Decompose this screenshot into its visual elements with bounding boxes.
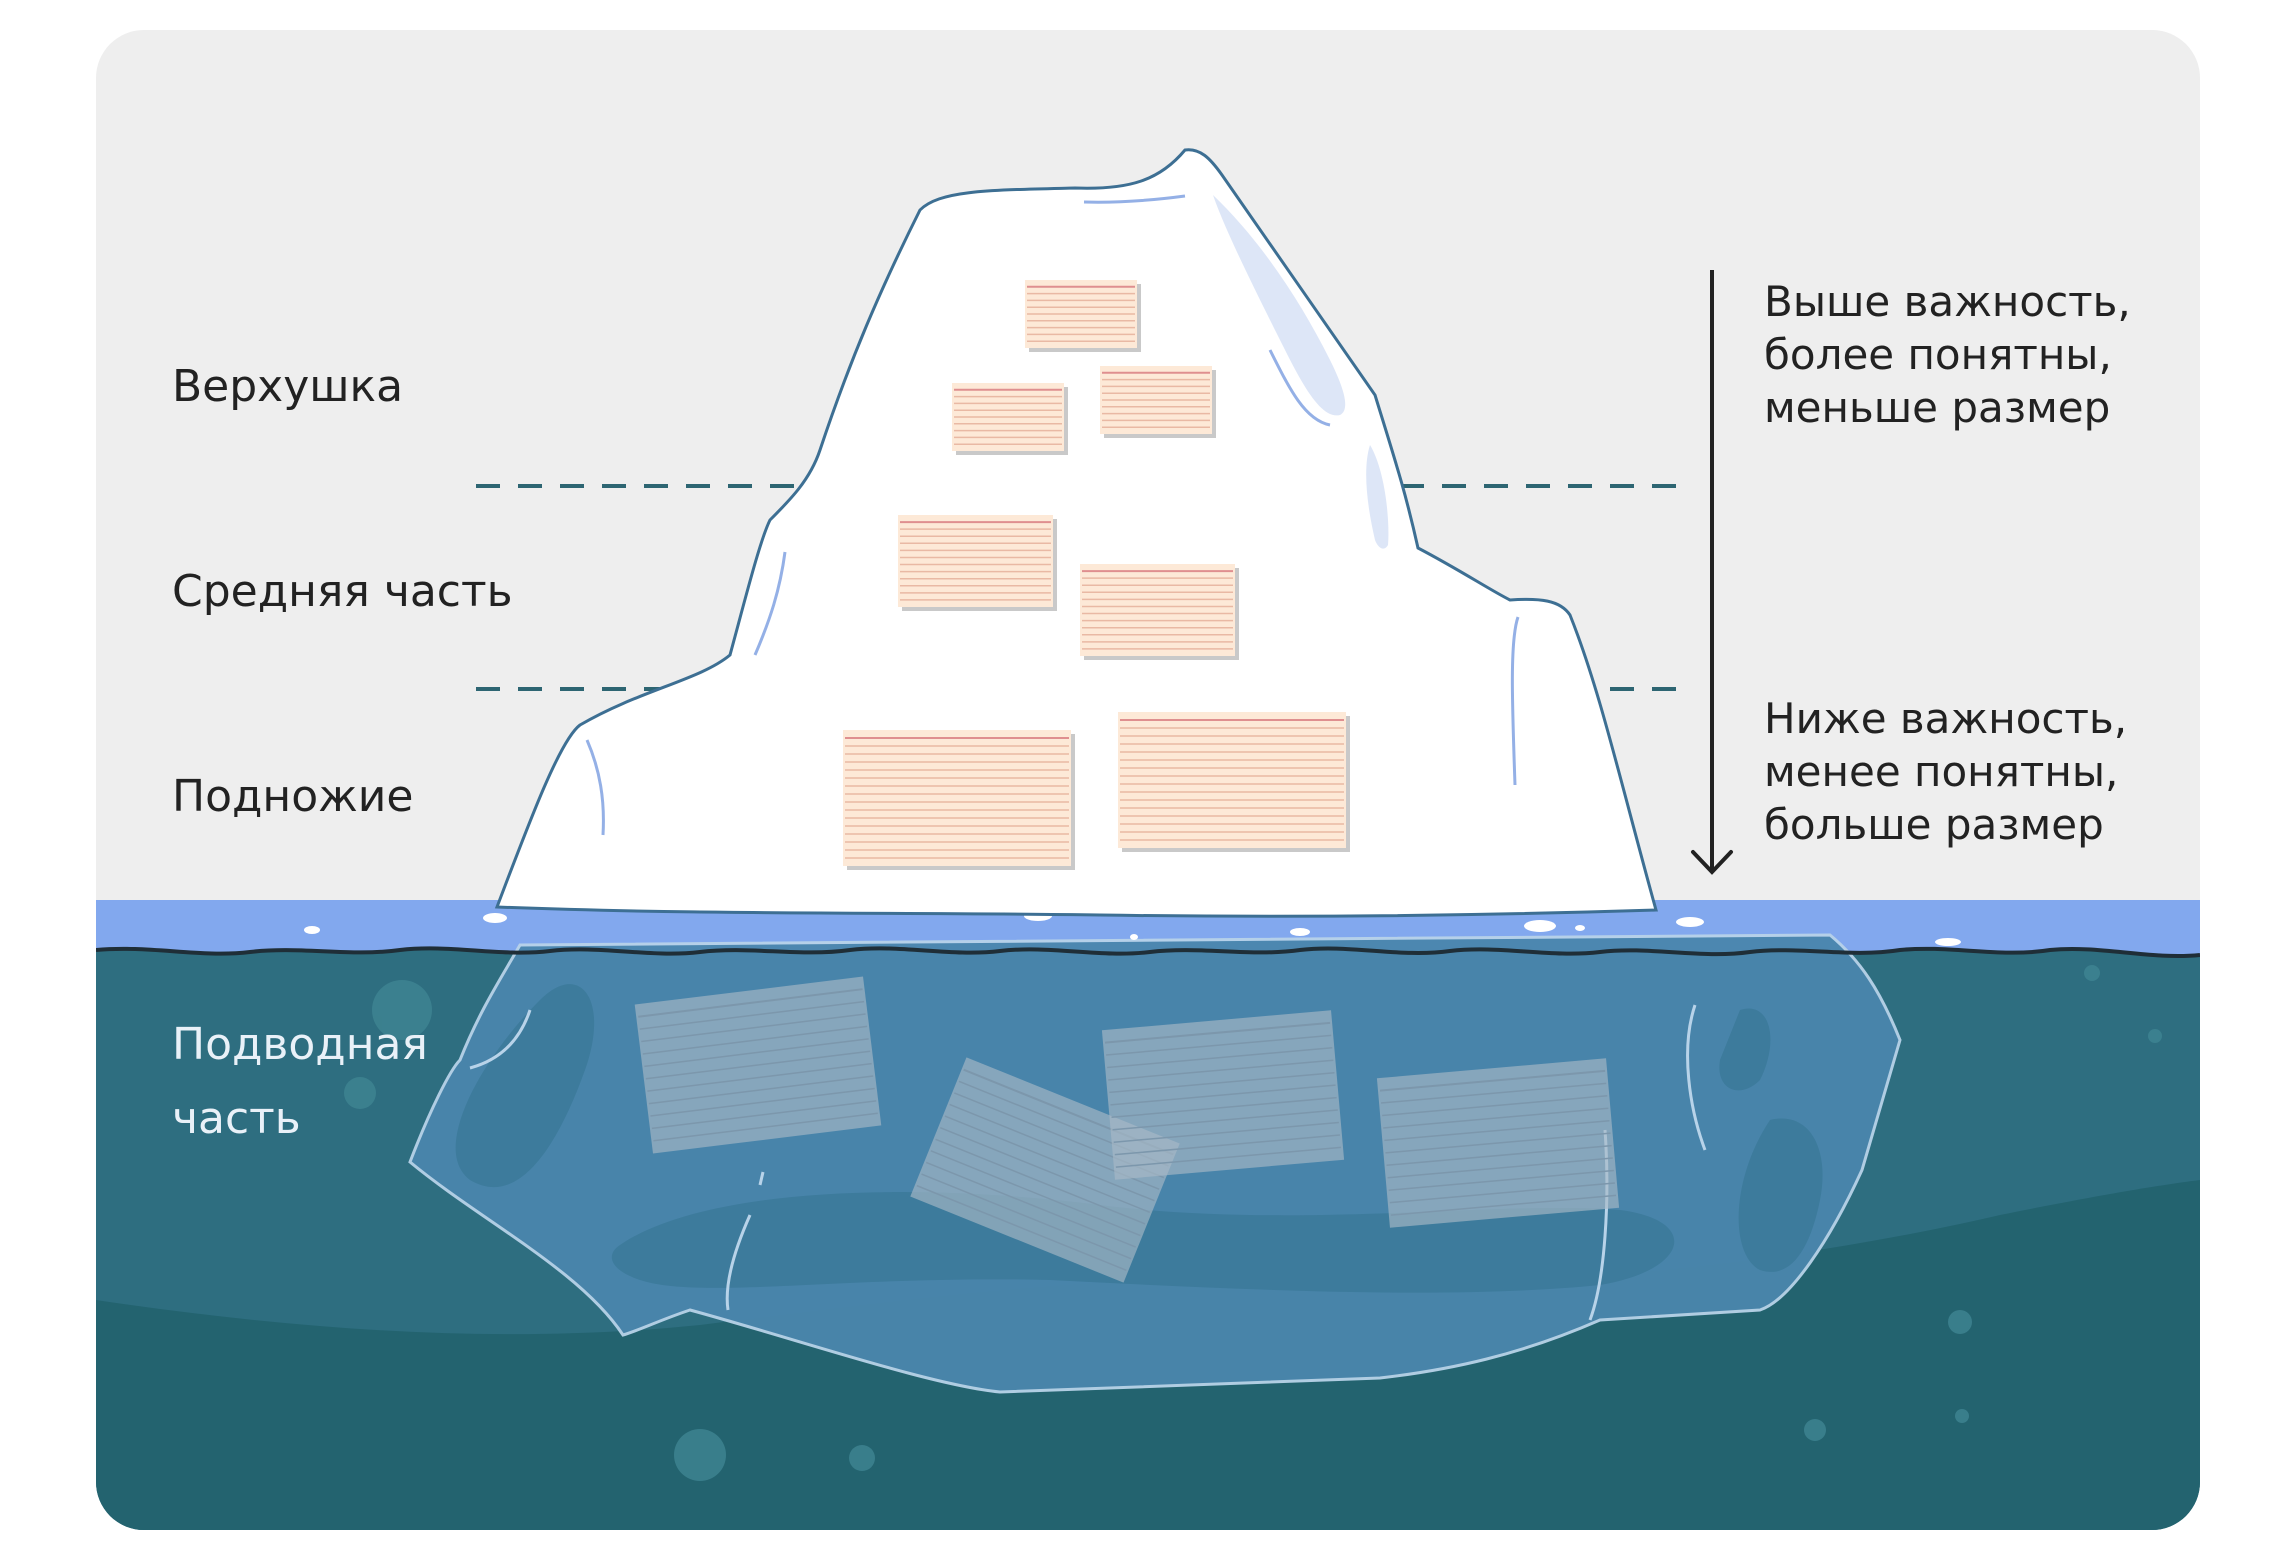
scale-note-bottom-line-3: больше размер	[1764, 800, 2104, 849]
level-label-base: Подножие	[172, 771, 414, 822]
level-label-underwater: Подводная часть	[172, 1018, 428, 1146]
cards-underwater	[634, 976, 1620, 1283]
scale-note-top-line-1: Выше важность,	[1764, 277, 2131, 326]
arrow-down-icon	[1691, 270, 1733, 875]
scale-note-bottom-line-2: менее понятны,	[1764, 747, 2119, 796]
scale-note-top-line-3: меньше размер	[1764, 383, 2111, 432]
scale-note-bottom: Ниже важность, менее понятны, больше раз…	[1764, 692, 2127, 851]
lined-card-icon	[634, 976, 882, 1154]
lined-card-icon	[952, 383, 1068, 455]
level-label-top: Верхушка	[172, 361, 404, 412]
scale-note-top-line-2: более понятны,	[1764, 330, 2112, 379]
bubbles	[344, 965, 2162, 1481]
level-label-underwater-line-2: часть	[172, 1093, 301, 1144]
scale-note-bottom-line-1: Ниже важность,	[1764, 694, 2128, 743]
foam	[304, 911, 1961, 946]
lined-card-icon	[1025, 280, 1141, 352]
level-label-underwater-line-1: Подводная	[172, 1019, 428, 1070]
level-label-middle: Средняя часть	[172, 566, 513, 617]
lined-card-icon	[843, 730, 1075, 870]
lined-card-icon	[1101, 1010, 1345, 1180]
scale-note-top: Выше важность, более понятны, меньше раз…	[1764, 275, 2131, 434]
cards-above-water	[843, 280, 1350, 870]
lined-card-icon	[1118, 712, 1350, 852]
lined-card-icon	[1100, 366, 1216, 438]
iceberg-above-water	[494, 148, 1658, 918]
lined-card-icon	[1080, 564, 1239, 660]
lined-card-icon	[1376, 1058, 1620, 1228]
lined-card-icon	[898, 515, 1057, 611]
water-line	[96, 946, 2200, 959]
